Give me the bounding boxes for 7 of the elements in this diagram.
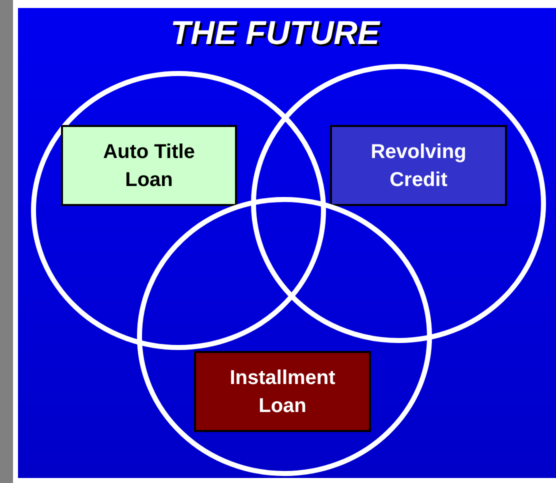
venn-circle — [30, 70, 326, 350]
category-box: Installment Loan — [194, 351, 371, 432]
venn-circle — [136, 196, 432, 476]
category-box: Revolving Credit — [330, 125, 507, 206]
slide-title: THE FUTURE — [170, 14, 382, 52]
venn-circle — [250, 64, 546, 342]
category-box: Auto Title Loan — [61, 125, 237, 206]
